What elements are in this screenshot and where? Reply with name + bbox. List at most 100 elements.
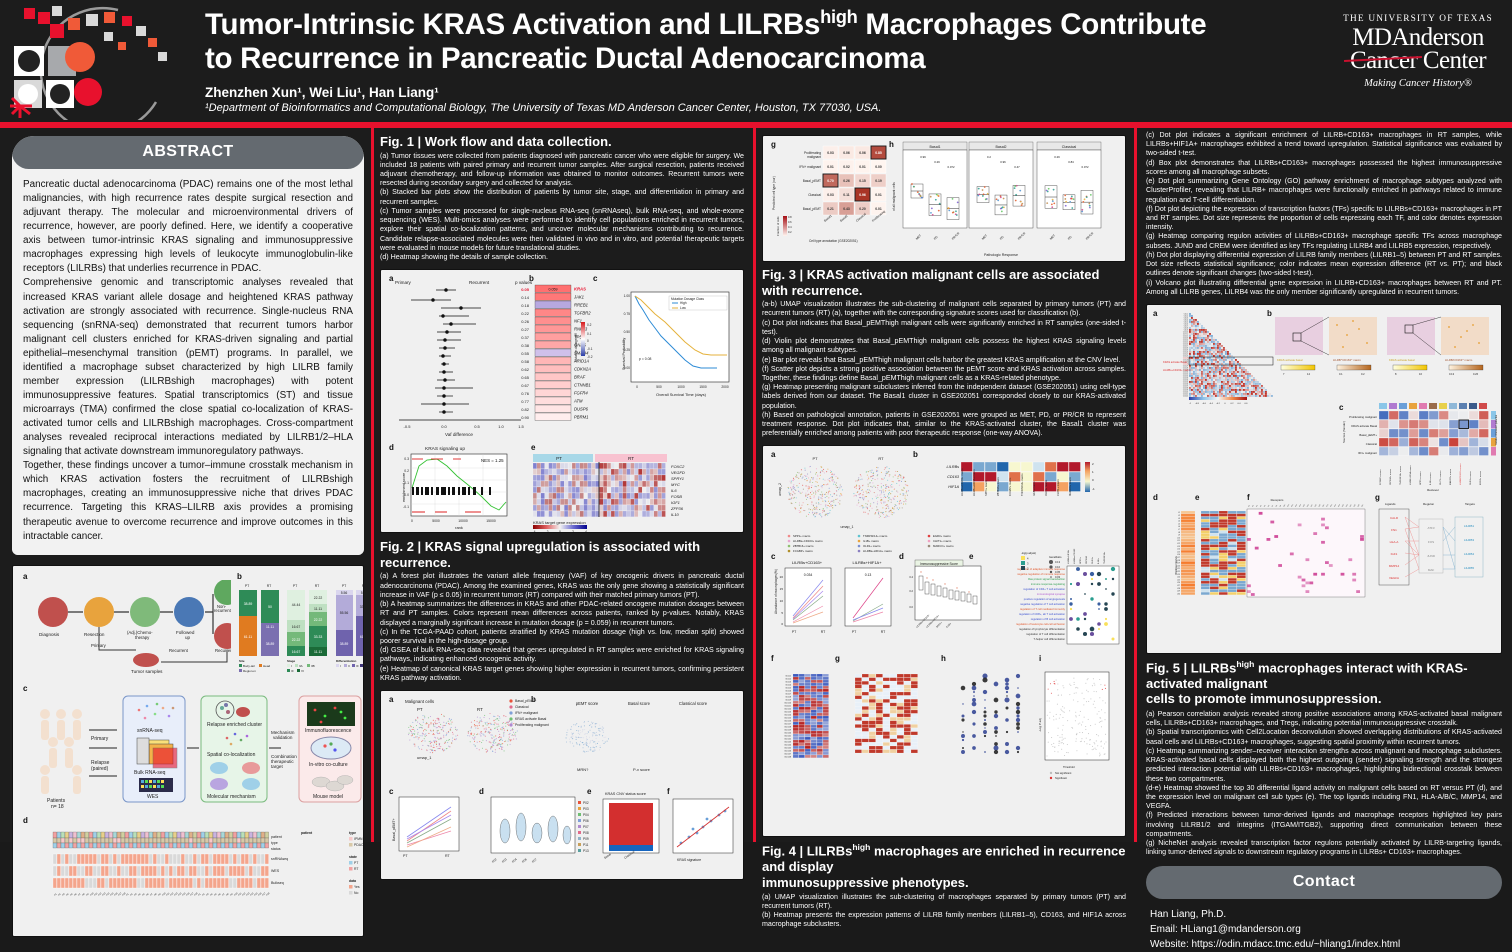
svg-text:0.26: 0.26 xyxy=(843,179,850,183)
svg-text:0.99: 0.99 xyxy=(920,155,926,159)
svg-text:VI: VI xyxy=(301,669,304,673)
svg-text:Diagnosis: Diagnosis xyxy=(39,632,60,637)
fig2-cap-e: (e) Heatmap of canonical KRAS target gen… xyxy=(380,665,744,682)
fig3-cap-c: (c) Dot plot indicates that Basal_pEMThi… xyxy=(762,319,1126,336)
svg-text:IL1B+ macro: IL1B+ macro xyxy=(863,539,879,543)
svg-text:Basal_pEMT+: Basal_pEMT+ xyxy=(392,818,396,841)
svg-text:FOXC2: FOXC2 xyxy=(671,464,685,469)
svg-text:High: High xyxy=(680,301,687,305)
poster-root: Tumor-Intrinsic KRAS Activation and LILR… xyxy=(0,0,1512,842)
svg-text:LILRBs+CD163+ macro: LILRBs+CD163+ macro xyxy=(1163,368,1191,372)
svg-text:Cell_12: Cell_12 xyxy=(1183,336,1188,338)
svg-text:BRAF: BRAF xyxy=(574,375,586,380)
svg-text:0.10: 0.10 xyxy=(1055,565,1061,569)
svg-text:II: II xyxy=(348,664,350,668)
svg-text:PDAC: PDAC xyxy=(354,843,364,847)
svg-text:Basal_pEMT: Basal_pEMT xyxy=(803,207,821,211)
svg-text:MET: MET xyxy=(981,233,988,240)
svg-text:0.29: 0.29 xyxy=(1054,155,1060,159)
svg-text:KRAS activate basal: KRAS activate basal xyxy=(1277,358,1303,362)
svg-text:55.56: 55.56 xyxy=(340,611,349,615)
svg-text:P03: P03 xyxy=(583,807,589,811)
svg-text:RT: RT xyxy=(477,707,483,712)
svg-text:Immunosuppressive Score: Immunosuppressive Score xyxy=(920,562,958,566)
svg-text:DUSP6: DUSP6 xyxy=(574,407,589,412)
svg-text:ZBTB16: ZBTB16 xyxy=(1086,556,1088,565)
svg-text:R27: R27 xyxy=(1350,504,1353,508)
svg-text:0: 0 xyxy=(587,339,589,343)
svg-text:0.22: 0.22 xyxy=(521,311,530,316)
svg-text:type: type xyxy=(349,831,356,835)
svg-text:Recurrent: Recurrent xyxy=(215,648,231,653)
svg-text:61.11: 61.11 xyxy=(360,635,364,639)
svg-text:RT: RT xyxy=(445,854,451,858)
svg-text:P04: P04 xyxy=(583,813,589,817)
svg-text:Cell_15: Cell_15 xyxy=(1183,342,1188,344)
fig1-cap-c: (c) Tumor samples were processed for sin… xyxy=(380,207,744,252)
svg-text:0.38: 0.38 xyxy=(521,343,530,348)
svg-text:Mouse model: Mouse model xyxy=(313,794,343,800)
svg-text:0.50: 0.50 xyxy=(624,330,631,334)
svg-text:0.3: 0.3 xyxy=(404,457,409,461)
svg-text:immune response-regulating: immune response-regulating xyxy=(1031,582,1066,586)
fig4-title-3: immunosuppressive phenotypes. xyxy=(762,875,969,890)
svg-text:MARCO+ macro: MARCO+ macro xyxy=(933,544,954,548)
title-sup-high: high xyxy=(820,6,857,27)
svg-text:P13: P13 xyxy=(583,849,589,853)
svg-text:3: 3 xyxy=(1027,562,1029,566)
svg-text:0: 0 xyxy=(1224,403,1226,405)
svg-text:R25: R25 xyxy=(1342,504,1345,508)
figure-2-svg: Primary Recurrent p values xyxy=(381,270,743,532)
svg-text:P11: P11 xyxy=(583,843,589,847)
svg-text:CDKN2A: CDKN2A xyxy=(574,367,591,372)
svg-text:type: type xyxy=(271,841,278,845)
svg-text:R29: R29 xyxy=(1357,504,1360,508)
svg-text:L8: L8 xyxy=(1178,532,1180,534)
svg-text:500: 500 xyxy=(656,385,662,389)
svg-text:16: 16 xyxy=(1419,372,1422,376)
svg-text:Cell_42: Cell_42 xyxy=(1183,396,1188,398)
svg-text:Gene2: Gene2 xyxy=(785,679,791,681)
svg-text:Primary: Primary xyxy=(91,643,107,648)
svg-text:NES = 1.25: NES = 1.25 xyxy=(481,458,504,463)
svg-text:Primary: Primary xyxy=(91,736,109,742)
svg-text:P18: P18 xyxy=(266,892,271,897)
svg-text:RT: RT xyxy=(362,584,364,588)
svg-text:KRAS activate Basal: KRAS activate Basal xyxy=(1351,424,1377,428)
svg-text:regulation of T cell mediated: regulation of T cell mediated immunity xyxy=(1020,607,1066,611)
svg-text:0.13: 0.13 xyxy=(1449,372,1455,376)
svg-text:P03: P03 xyxy=(501,857,508,864)
svg-text:SPP1+ macro: SPP1+ macro xyxy=(984,480,988,497)
svg-text:IL1B+: IL1B+ xyxy=(946,622,953,629)
svg-text:RNF43: RNF43 xyxy=(574,327,588,332)
svg-text:MARCO+ macro: MARCO+ macro xyxy=(1449,468,1452,485)
svg-text:IL1B+ macro: IL1B+ macro xyxy=(1032,481,1036,496)
svg-text:Gene27: Gene27 xyxy=(784,754,791,756)
fig5-cap-de: (d-e) Heatmap showed the top 30 differen… xyxy=(1146,784,1502,810)
fig3-cap-ab: (a-b) UMAP visualization illustrates the… xyxy=(762,300,1126,317)
svg-text:LILRB⁺CD163⁺ macro: LILRB⁺CD163⁺ macro xyxy=(1333,358,1361,362)
svg-text:0.21: 0.21 xyxy=(827,207,834,211)
svg-text:-Log P adj: -Log P adj xyxy=(1038,719,1042,733)
svg-text:Cell_38: Cell_38 xyxy=(1183,388,1188,390)
svg-text:0.85: 0.85 xyxy=(875,151,882,155)
svg-text:CD163: CD163 xyxy=(947,475,960,479)
svg-text:ZBTB16+ macro: ZBTB16+ macro xyxy=(1389,468,1392,485)
title-line-1a: Tumor-Intrinsic KRAS Activation and LILR… xyxy=(205,8,820,41)
fig5-cap-b: (b) Spatial transcriptomics with Cell2Lo… xyxy=(1146,728,1502,745)
svg-text:0: 0 xyxy=(559,530,561,532)
svg-text:CTNNB1: CTNNB1 xyxy=(574,383,591,388)
svg-text:Classical: Classical xyxy=(1062,145,1077,149)
svg-text:4: 4 xyxy=(585,530,587,532)
svg-text:LILRBs+CD163+ macro: LILRBs+CD163+ macro xyxy=(960,468,964,496)
svg-text:Survival Probability: Survival Probability xyxy=(622,338,626,370)
contact-email[interactable]: Email: HLiang1@mdanderson.org xyxy=(1150,922,1500,937)
svg-text:IGF1: IGF1 xyxy=(671,500,680,505)
fig4-cap-c: (c) Dot plot indicates a significant enr… xyxy=(1146,131,1502,157)
svg-text:SPRY1: SPRY1 xyxy=(671,476,684,481)
svg-text:0.58: 0.58 xyxy=(521,359,530,364)
svg-text:snRNA-seq: snRNA-seq xyxy=(137,728,163,734)
svg-text:Spatial co-localization: Spatial co-localization xyxy=(207,752,256,758)
contact-website[interactable]: Website: https://odin.mdacc.tmc.edu/~hli… xyxy=(1150,937,1500,952)
